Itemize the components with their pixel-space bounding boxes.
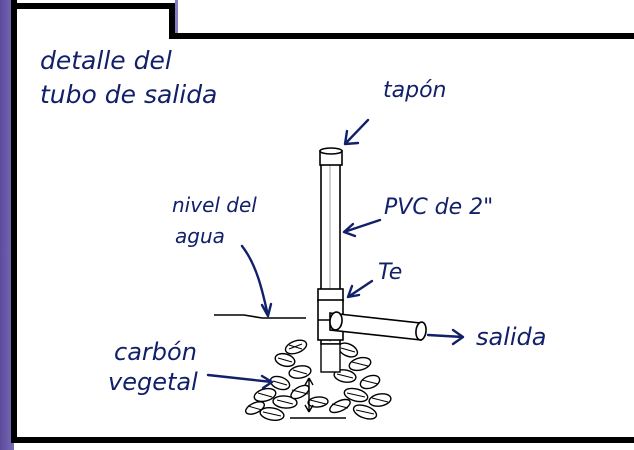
water-level-pointer xyxy=(240,244,273,318)
water-level-label-line1: nivel del xyxy=(172,193,257,217)
diagram-title-line2: tubo de salida xyxy=(40,80,217,109)
diagram-title-line1: detalle del xyxy=(40,46,172,75)
charcoal-label-line1: carbón xyxy=(114,338,197,366)
depth-arrow xyxy=(304,377,314,413)
outlet-arrow xyxy=(426,328,465,346)
water-level-label-line2: agua xyxy=(175,224,225,248)
panel-frame xyxy=(11,0,634,443)
cap-label: tapón xyxy=(383,78,446,103)
tee-label: Te xyxy=(378,260,402,285)
top-right-gap xyxy=(178,0,634,33)
buried-pipe-section xyxy=(320,343,341,373)
charcoal-label-line2: vegetal xyxy=(108,368,198,396)
panel-frame-notch xyxy=(14,3,634,39)
pipe-label: PVC de 2" xyxy=(384,195,493,220)
tee-arrow xyxy=(346,279,374,299)
pipe-arrow xyxy=(342,218,382,238)
horizontal-outlet-pipe xyxy=(329,311,427,341)
pipe-cap xyxy=(319,147,343,166)
charcoal-hatching xyxy=(247,343,389,417)
charcoal-arrow xyxy=(206,373,274,390)
outlet-label: salida xyxy=(476,323,547,351)
water-level-line xyxy=(214,314,306,319)
cap-arrow xyxy=(343,118,370,146)
